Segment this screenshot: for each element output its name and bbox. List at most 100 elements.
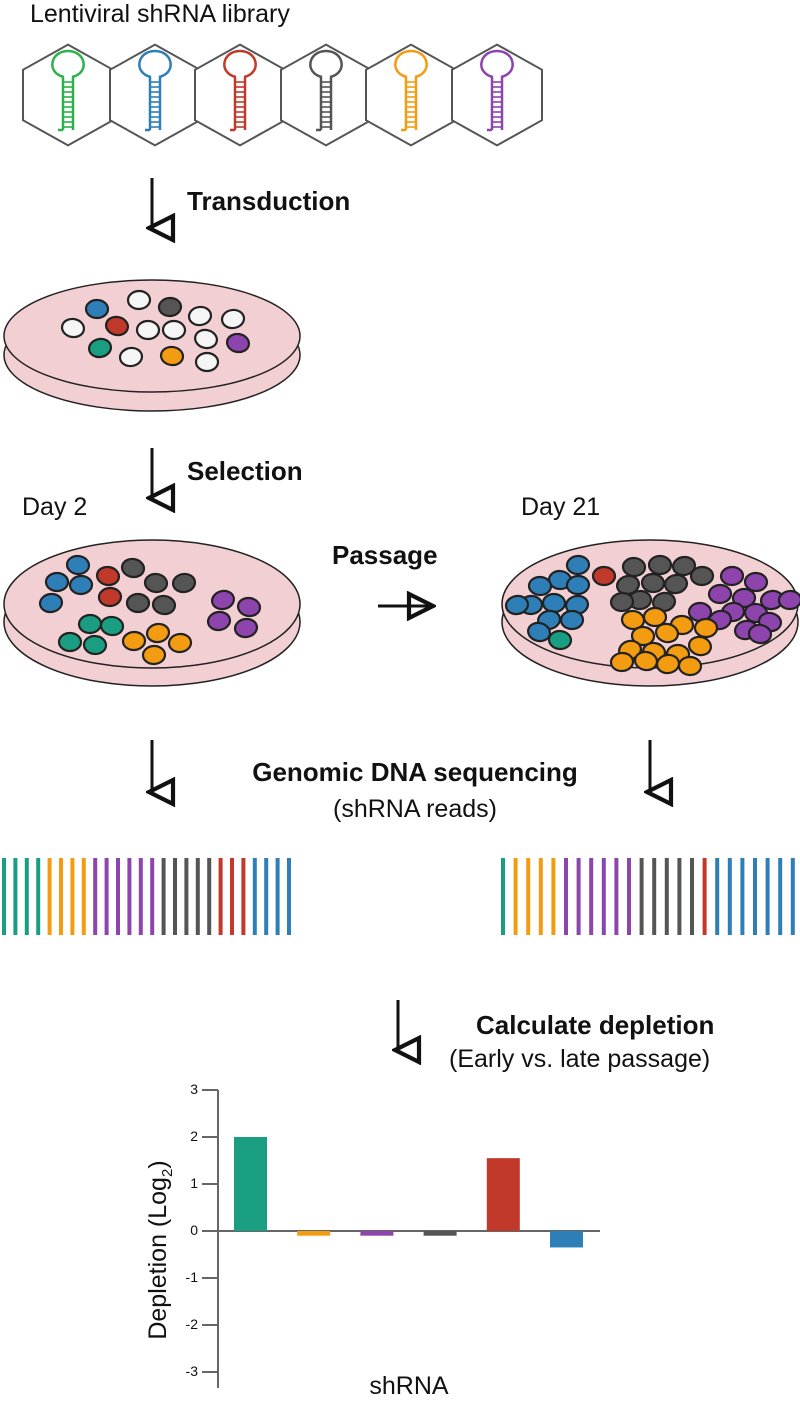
cell [609,651,635,673]
cell [731,587,757,609]
cell [68,574,94,596]
cell [194,328,218,350]
depletion-label: Calculate depletion [476,1010,715,1040]
cell [143,572,169,594]
cell [609,591,635,613]
cell [559,609,585,631]
cell [104,315,130,337]
cell [38,592,64,614]
cell [677,655,703,677]
cell [651,591,677,613]
cell [630,625,656,647]
cell [777,589,800,611]
cell [642,606,668,628]
cell [97,586,123,608]
bar-orange [297,1231,331,1236]
cell [135,319,161,341]
dish-day-2 [3,539,301,687]
cell [591,565,617,587]
library-title: Lentiviral shRNA library [30,0,290,28]
bar-purple [360,1231,394,1236]
cell [118,346,144,368]
cell [121,630,147,652]
chart-tick-label: -2 [185,1316,198,1332]
sequencing-sublabel: (shRNA reads) [333,795,497,823]
selection-label: Selection [187,456,303,486]
cell [693,617,719,639]
cell [743,571,769,593]
cell [647,554,673,576]
library-hairpin-red [194,43,286,147]
cell [57,631,83,653]
cell [167,632,193,654]
cell [99,615,125,637]
cell [236,596,262,618]
cell [211,589,235,611]
cell [84,298,110,320]
cell [161,319,187,341]
depletion-chart [202,1089,600,1388]
cell [125,592,151,614]
library-hairpin-purple [451,43,543,147]
chart-tick-label: 0 [190,1222,198,1238]
cell [565,554,591,576]
cell [687,635,713,657]
cell [95,565,121,587]
cell [87,337,113,359]
cell [159,345,185,367]
cell [663,573,689,595]
cell [120,557,146,579]
bar-gray [423,1231,457,1236]
library-hairpin-blue [109,43,201,147]
dish-transduction [3,279,301,412]
cell [621,556,647,578]
cell [747,623,773,645]
day-2-label: Day 2 [22,493,88,521]
cell [671,555,697,577]
cell [44,571,70,593]
cell [233,617,259,639]
cell [82,634,108,656]
depletion-sublabel: (Early vs. late passage) [449,1045,711,1073]
passage-label: Passage [332,540,438,570]
cell [145,622,171,644]
cell [547,629,573,651]
cell [187,305,213,327]
cell [707,583,733,605]
bar-red [486,1158,520,1231]
shrna-library [22,43,543,147]
cell [541,592,567,614]
chart-tick-label: -1 [185,1269,198,1285]
chart-tick-label: 2 [190,1128,198,1144]
cell [151,594,177,616]
sequencing-label: Genomic DNA sequencing [252,757,578,787]
cell [126,289,152,311]
cell [77,613,103,635]
cell [689,565,715,587]
dish-day-21 [501,539,800,687]
cell [157,296,183,318]
cell [719,565,745,587]
transduction-label: Transduction [187,186,351,216]
cell [206,610,232,632]
cell [60,317,86,339]
cell [225,332,251,354]
cell [504,594,530,616]
cell [171,572,197,594]
cell [640,572,666,594]
library-hairpin-green [22,43,114,147]
chart-tick-label: -3 [185,1363,198,1379]
cell [654,622,680,644]
cell [141,644,167,666]
reads-day-2 [2,858,291,935]
cell [194,351,220,373]
reads-day-21 [501,858,795,935]
cell [65,554,91,576]
cell [220,308,246,330]
bar-teal [234,1137,267,1231]
bar-blue [550,1231,583,1248]
library-hairpin-orange [365,43,457,147]
chart-tick-label: 1 [190,1175,198,1191]
cell [616,574,640,596]
